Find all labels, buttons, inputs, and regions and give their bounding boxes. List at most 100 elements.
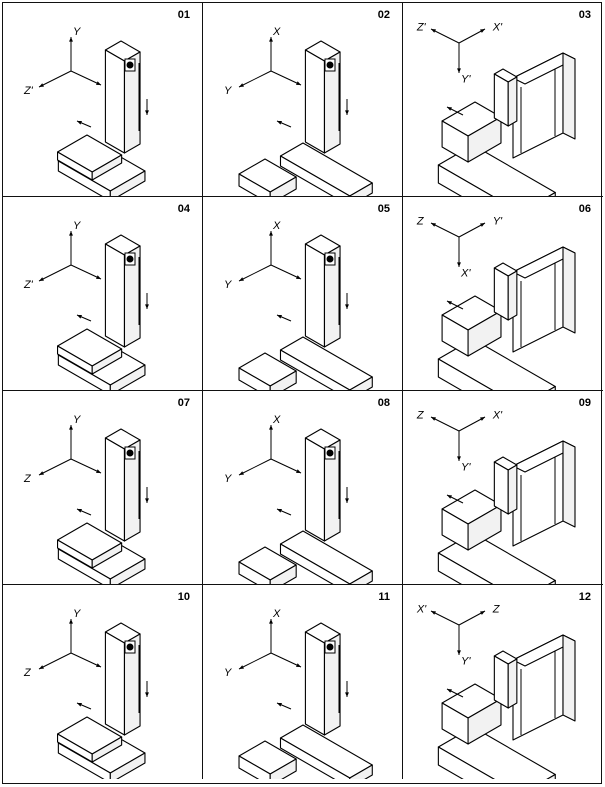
machine-base-side — [109, 364, 146, 390]
axis-arrow — [430, 28, 460, 44]
axis-arrow-head — [431, 223, 436, 227]
figure-cell-11: 11XYZ — [203, 585, 403, 779]
axis-arrow — [270, 458, 302, 474]
axis-label: X — [272, 26, 281, 38]
axis-arrow — [458, 610, 486, 626]
machine-base-front — [437, 164, 494, 196]
column-body-side — [323, 633, 341, 736]
motion-arrow-head — [345, 692, 349, 697]
motion-arrow-head — [447, 301, 452, 305]
machine-base-front — [279, 155, 351, 196]
axis-arrow — [238, 264, 272, 282]
axis-arrow — [238, 70, 272, 88]
spindle-head-side — [467, 698, 502, 745]
machine-figure: XYZ — [224, 220, 373, 390]
axis-label: X — [272, 608, 281, 620]
motion-arrow-head — [145, 692, 149, 697]
axis-arrow-head — [431, 611, 436, 615]
axis-label: Y' — [461, 73, 471, 85]
axis-label: Z' — [23, 279, 34, 291]
axis-arrow-head — [269, 231, 273, 236]
axis-arrow — [430, 610, 460, 626]
axis-label: Y' — [493, 215, 503, 227]
axis-arrow-head — [69, 425, 73, 430]
cross-slide-side — [91, 542, 123, 569]
axis-arrow — [238, 458, 272, 476]
axis-label: Y' — [461, 655, 471, 667]
axis-label: Y — [224, 85, 232, 97]
figure-number: 08 — [377, 397, 390, 409]
axis-arrow-head — [296, 663, 301, 667]
spindle-head-side — [467, 310, 502, 357]
axis-arrow-head — [457, 262, 461, 267]
axis-arrow-head — [96, 663, 101, 667]
motion-arrow-head — [77, 315, 82, 319]
column-body-front — [304, 243, 326, 348]
column-body-side — [123, 439, 141, 542]
figure-cell-08: 08XYZ — [203, 391, 403, 585]
column-body-side — [323, 245, 341, 348]
axis-label: X' — [492, 21, 503, 33]
figure-number: 06 — [578, 203, 591, 215]
motion-arrow-head — [447, 107, 452, 111]
column-body-front — [104, 437, 126, 542]
motor-hub — [326, 643, 334, 651]
axis-arrow-head — [269, 425, 273, 430]
machine-base-side — [349, 182, 373, 196]
axis-arrow-head — [96, 81, 101, 85]
figure-cell-10: 10YZX' — [3, 585, 203, 779]
motion-arrow-head — [277, 121, 282, 125]
axis-arrow — [70, 652, 102, 668]
axis-arrow-head — [269, 619, 273, 624]
motion-arrow-head — [145, 498, 149, 503]
axis-label: Y — [73, 414, 81, 426]
figure-number: 12 — [578, 591, 591, 603]
axis-arrow-head — [480, 223, 485, 227]
axis-arrow-head — [69, 37, 73, 42]
axis-arrow — [238, 652, 272, 670]
motion-arrow-head — [77, 703, 82, 707]
figure-number: 09 — [578, 397, 591, 409]
motion-arrow-head — [145, 110, 149, 115]
axis-arrow — [458, 28, 486, 44]
machine-base-front — [437, 746, 495, 779]
axis-arrow-head — [69, 619, 73, 624]
column-body-front — [104, 631, 126, 736]
axis-arrow-head — [457, 456, 461, 461]
motion-arrow-head — [345, 304, 349, 309]
motor-hub — [326, 449, 334, 457]
axis-arrow-head — [480, 29, 485, 33]
motion-arrow-head — [277, 315, 282, 319]
workpiece-table-side — [269, 564, 297, 584]
machine-base-side — [546, 773, 556, 779]
axis-arrow — [38, 652, 72, 670]
cross-slide-side — [91, 736, 123, 763]
motor-hub — [126, 61, 134, 69]
axis-arrow-head — [239, 471, 244, 475]
axis-arrow — [458, 222, 486, 238]
figure-number: 10 — [177, 591, 190, 603]
axis-arrow-head — [69, 231, 73, 236]
motion-arrow-head — [145, 304, 149, 309]
motion-arrow-head — [447, 689, 452, 693]
axis-arrow — [430, 416, 460, 432]
machine-base-top — [279, 530, 373, 584]
axis-label: X' — [460, 267, 471, 279]
axis-arrow-head — [96, 469, 101, 473]
axis-arrow-head — [39, 83, 44, 87]
machine-base-side — [109, 170, 146, 196]
column-body-front — [104, 49, 126, 154]
axis-arrow — [270, 70, 302, 86]
axis-label: X — [272, 414, 281, 426]
figure-number: 03 — [578, 9, 591, 21]
axis-arrow-head — [239, 665, 244, 669]
column-body-side — [323, 51, 341, 154]
axis-label: Y — [224, 473, 232, 485]
spindle-head-side — [467, 504, 502, 551]
saddle-slide-side — [507, 464, 518, 515]
